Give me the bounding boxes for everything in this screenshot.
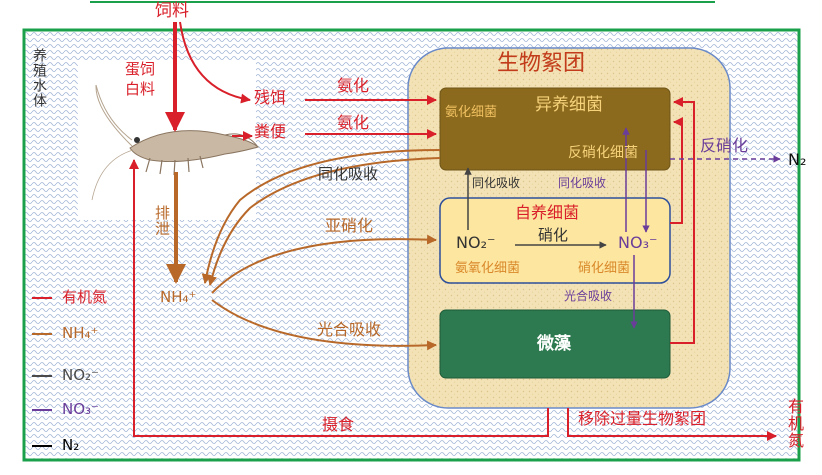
feed-to-residual-arrow [179,21,251,104]
denitrifying-label: 反硝化细菌 [568,145,638,161]
microalgae-label: 微藻 [537,334,571,354]
photosynthesis-nh4-arrow [211,299,437,351]
n2-label: N₂ [788,150,807,169]
nitrification-label: 硝化 [538,226,569,244]
ingestion-label: 摄食 [322,415,355,434]
assimilation-label: 同化吸收 [318,165,379,183]
ammonification-label-1: 氨化 [337,76,370,95]
residual-feed-label: 残饵 [254,88,287,107]
legend [32,297,52,447]
remove-biofloc-label: 移除过量生物絮团 [578,409,707,428]
legend-no2: NO₂⁻ [62,366,99,384]
no2-assimilation-label: 同化吸收 [472,176,521,190]
legend-nh4: NH₄⁺ [62,324,99,342]
photosynthesis-label: 光合吸收 [317,320,382,339]
biofloc-title: 生物絮团 [497,51,586,76]
ammonification-label-2: 氨化 [337,113,370,132]
organic-n-out-label: 有机氮 [785,398,804,449]
nitrosation-label: 亚硝化 [325,216,374,235]
autotrophic-box [439,197,671,284]
hetero-to-nh4-arrow-1 [201,149,441,284]
feed-label: 饲料 [155,1,189,21]
nh4-label: NH₄⁺ [160,288,197,306]
shrimp-icon [91,84,260,201]
autotrophic-label: 自养细菌 [515,203,580,222]
auto-return-arrow [670,117,683,224]
diet-label: 蛋饲 白料 [125,60,156,98]
legend-no3: NO₃⁻ [62,400,99,418]
excretion-label: 排泄 [153,205,171,237]
ammonia-oxidizing-label: 氨氧化细菌 [455,261,521,276]
feces-label: 粪便 [254,122,287,141]
no3-label: NO₃⁻ [618,233,658,252]
algae-return-arrow [670,97,695,344]
heterotrophic-box [439,87,671,171]
legend-n2: N₂ [62,436,80,454]
culture-water-label: 养殖水体 [31,48,47,108]
no2-label: NO₂⁻ [456,233,496,252]
ingestion-arrow [129,159,549,437]
denitrification-label: 反硝化 [700,136,749,155]
heterotrophic-label: 异养细菌 [535,95,603,115]
nitrosation-arrow [211,234,437,294]
no3-assimilation-label: 同化吸收 [558,176,607,190]
legend-organic-n: 有机氮 [62,288,108,306]
remove-biofloc-arrow [567,408,777,441]
no3-photosynthesis-label: 光合吸收 [564,289,613,303]
hetero-to-nh4-arrow-2 [207,157,441,286]
nitrifying-label: 硝化细菌 [578,261,631,276]
ammonifying-label: 氨化细菌 [445,105,498,120]
